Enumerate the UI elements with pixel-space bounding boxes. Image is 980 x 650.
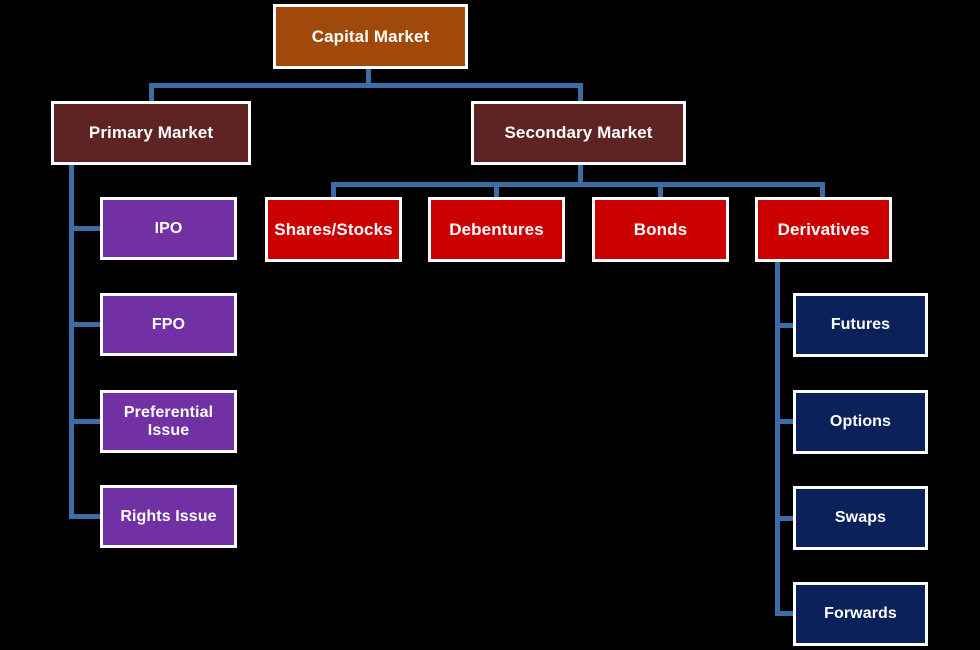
node-label: Capital Market: [311, 26, 430, 46]
connector-secondary-d1: [331, 182, 336, 198]
node-primary-market[interactable]: Primary Market: [51, 101, 251, 165]
connector-primary-stub-2: [69, 322, 102, 327]
node-options[interactable]: Options: [793, 390, 928, 454]
connector-secondary-down: [578, 164, 583, 183]
node-label: Options: [829, 413, 892, 431]
connector-deriv-stub-4: [775, 611, 797, 616]
node-label: Secondary Market: [504, 123, 653, 143]
connector-root-down: [366, 68, 371, 85]
node-label: Primary Market: [88, 123, 214, 143]
connector-secondary-d4: [820, 182, 825, 198]
node-capital-market[interactable]: Capital Market: [273, 4, 468, 69]
connector-deriv-stub-1: [775, 323, 797, 328]
node-swaps[interactable]: Swaps: [793, 486, 928, 550]
connector-primary-trunk: [69, 164, 74, 519]
node-label: Derivatives: [777, 219, 870, 239]
node-fpo[interactable]: FPO: [100, 293, 237, 356]
node-label: Bonds: [633, 219, 688, 239]
connector-secondary-drop: [578, 83, 583, 101]
node-label: FPO: [151, 315, 186, 333]
connector-deriv-stub-3: [775, 516, 797, 521]
node-ipo[interactable]: IPO: [100, 197, 237, 260]
connector-primary-stub-4: [69, 514, 102, 519]
connector-primary-stub-1: [69, 226, 102, 231]
connector-secondary-d2: [494, 182, 499, 198]
connector-deriv-stub-2: [775, 419, 797, 424]
node-label: Swaps: [834, 509, 887, 527]
connector-root-bus: [149, 83, 583, 88]
connector-secondary-bus: [331, 182, 825, 187]
node-label: Rights Issue: [120, 507, 217, 525]
node-derivatives[interactable]: Derivatives: [755, 197, 892, 262]
node-debentures[interactable]: Debentures: [428, 197, 565, 262]
node-secondary-market[interactable]: Secondary Market: [471, 101, 686, 165]
node-label: IPO: [154, 219, 183, 237]
connector-deriv-trunk: [775, 261, 780, 616]
node-forwards[interactable]: Forwards: [793, 582, 928, 646]
connector-primary-drop: [149, 83, 154, 101]
node-bonds[interactable]: Bonds: [592, 197, 729, 262]
node-label: Shares/Stocks: [274, 219, 393, 239]
node-label: Forwards: [824, 605, 897, 623]
node-label: Futures: [830, 316, 891, 334]
node-preferential-issue[interactable]: Preferential Issue: [100, 390, 237, 453]
connector-secondary-d3: [658, 182, 663, 198]
connector-primary-stub-3: [69, 419, 102, 424]
node-label: Debentures: [449, 219, 544, 239]
node-shares-stocks[interactable]: Shares/Stocks: [265, 197, 402, 262]
node-futures[interactable]: Futures: [793, 293, 928, 357]
node-rights-issue[interactable]: Rights Issue: [100, 485, 237, 548]
node-label: Preferential Issue: [123, 403, 214, 439]
